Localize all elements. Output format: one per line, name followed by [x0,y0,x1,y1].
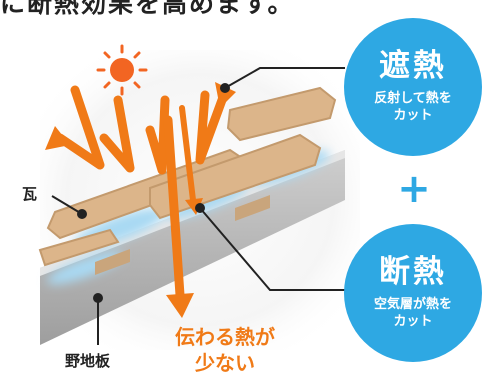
insulation-bubble: 断熱 空気層が熱を カット [344,224,482,362]
heat-shield-bubble: 遮熱 反射して熱を カット [344,18,482,156]
transmitted-heat-arrow [163,105,203,318]
heat-text-line2: 少ない [195,351,255,375]
tile-hook-1 [95,249,130,275]
leader-dot-top [220,83,230,93]
insulation-title: 断熱 [379,254,447,291]
tile-hook-2 [235,195,270,221]
roof-tile-upper [226,86,337,142]
heat-transfer-text: 伝わる熱が 少ない [150,324,300,376]
heat-text-line1: 伝わる熱が [175,325,275,349]
plus-sign: + [397,166,431,212]
insulation-subtitle: 空気層が熱を カット [373,296,452,330]
heat-shield-subtitle: 反射して熱を カット [374,90,452,124]
leader-dot-tile [77,209,87,219]
heat-shield-title: 遮熱 [379,48,447,85]
top-caption: に断熱効果を高めます。 [0,0,295,18]
sun-icon [96,44,148,96]
leader-dot-board [93,293,103,303]
leader-lines [51,67,345,345]
roof-tile-bottom [38,228,120,267]
leader-dot-air [195,203,205,213]
board-label: 野地板 [65,352,111,370]
tile-label: 瓦 [22,185,38,203]
